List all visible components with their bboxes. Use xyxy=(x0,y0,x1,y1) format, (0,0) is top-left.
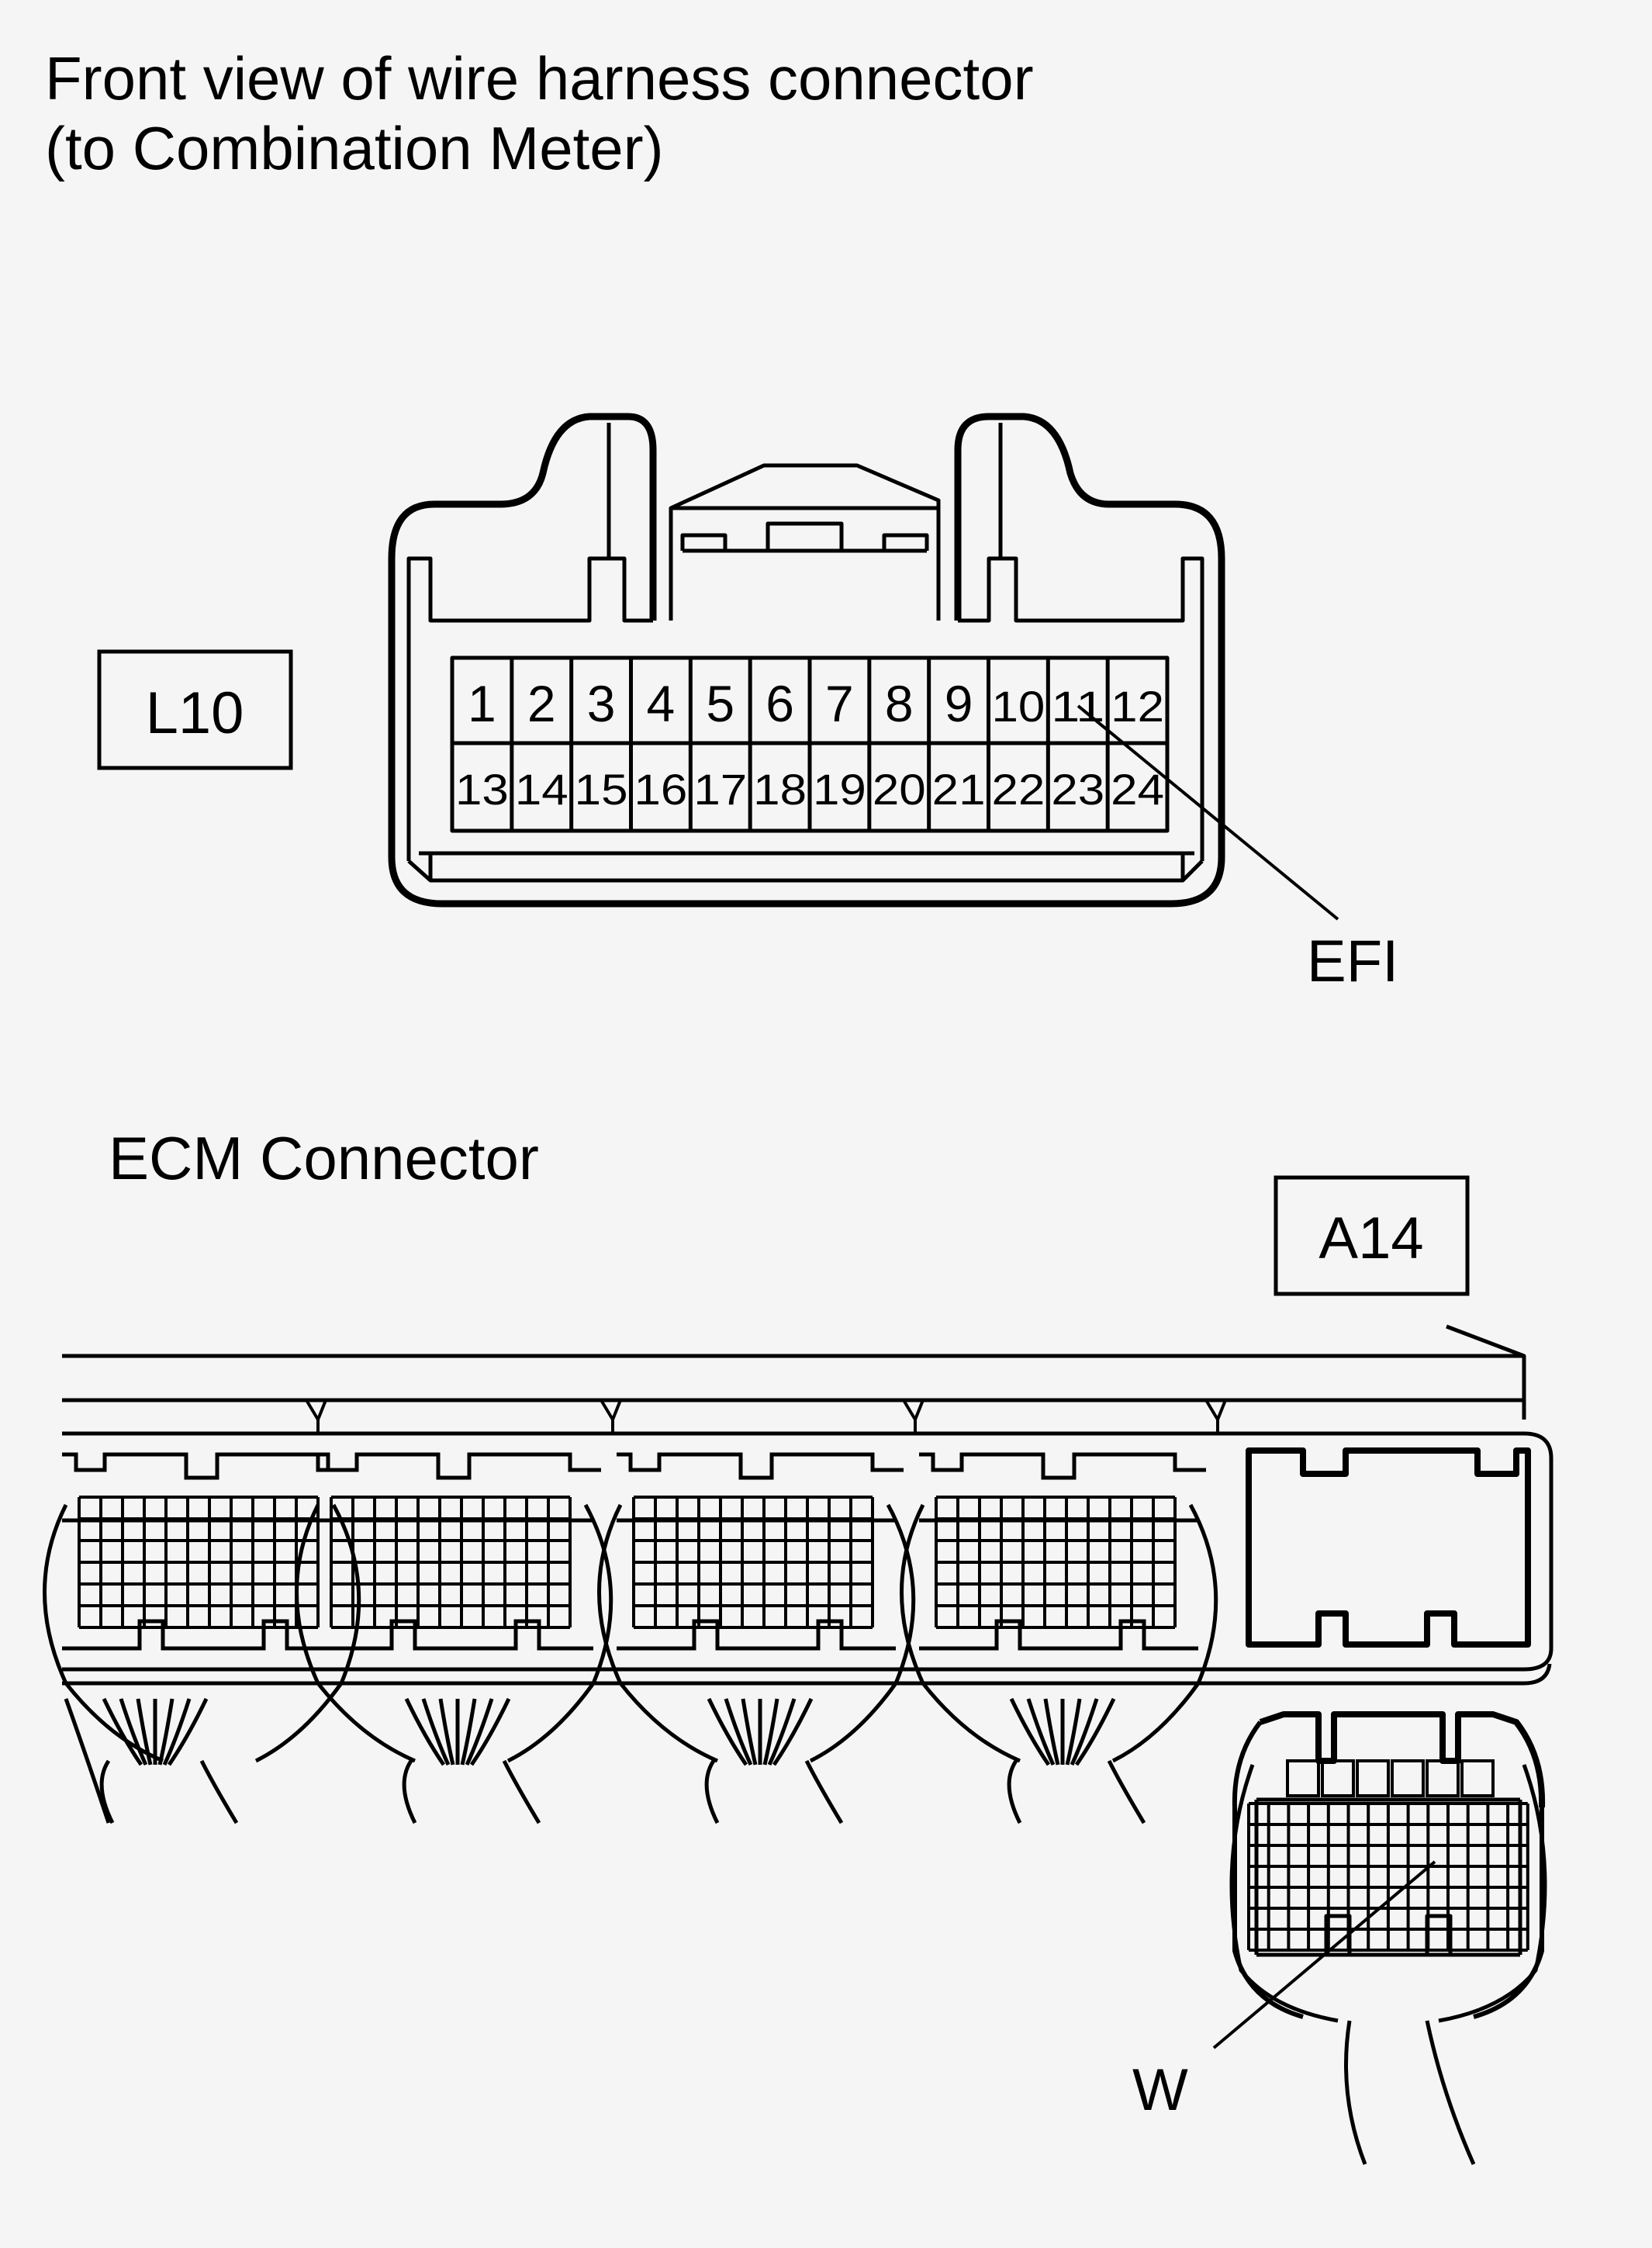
w-leader-line xyxy=(1212,1860,1436,2049)
ecm-socket-2 xyxy=(295,1452,613,1763)
w-callout: W xyxy=(1132,2057,1188,2123)
ecm-socket-1 xyxy=(43,1452,361,1763)
l10-pin-14: 14 xyxy=(515,765,569,814)
a14-tag: A14 xyxy=(1274,1175,1470,1296)
l10-pin-9: 9 xyxy=(945,675,973,732)
l10-pin-5: 5 xyxy=(706,675,734,732)
l10-pin-4: 4 xyxy=(647,675,676,732)
l10-pin-3: 3 xyxy=(587,675,616,732)
l10-pin-grid xyxy=(510,658,1110,831)
l10-pin-1: 1 xyxy=(468,675,496,732)
header-line-1: Front view of wire harness connector xyxy=(45,44,1034,112)
l10-pin-13: 13 xyxy=(455,765,509,814)
l10-pin-2: 2 xyxy=(527,675,556,732)
l10-pin-10: 10 xyxy=(992,682,1045,731)
l10-pin-6: 6 xyxy=(766,675,794,732)
l10-pin-20: 20 xyxy=(873,765,926,814)
l10-pin-23: 23 xyxy=(1051,765,1104,814)
efi-leader-line xyxy=(1077,704,1339,921)
l10-pin-15: 15 xyxy=(575,765,628,814)
l10-pin-24: 24 xyxy=(1111,765,1164,814)
l10-pin-8: 8 xyxy=(885,675,914,732)
efi-callout: EFI xyxy=(1307,929,1398,994)
l10-tag: L10 xyxy=(97,649,293,770)
l10-tag-label: L10 xyxy=(146,680,244,746)
header-line-2: (to Combination Meter) xyxy=(45,114,664,182)
l10-pin-19: 19 xyxy=(813,765,866,814)
ecm-socket-4 xyxy=(900,1452,1218,1763)
l10-pin-22: 22 xyxy=(992,765,1045,814)
ecm-title: ECM Connector xyxy=(109,1124,539,1192)
l10-pin-7: 7 xyxy=(825,675,854,732)
a14-pin-grid xyxy=(1247,1759,1529,1952)
l10-pin-12: 12 xyxy=(1111,682,1164,731)
ecm-wire-harness xyxy=(64,1697,1146,1824)
l10-pin-16: 16 xyxy=(634,765,688,814)
l10-connector xyxy=(388,413,1225,908)
a14-tag-label: A14 xyxy=(1318,1205,1423,1271)
l10-pin-18: 18 xyxy=(753,765,807,814)
ecm-body xyxy=(62,1324,1554,1686)
ecm-sockets xyxy=(43,1452,1218,1763)
l10-pin-21: 21 xyxy=(932,765,986,814)
ecm-socket-3 xyxy=(597,1452,916,1763)
l10-pin-17: 17 xyxy=(693,765,747,814)
